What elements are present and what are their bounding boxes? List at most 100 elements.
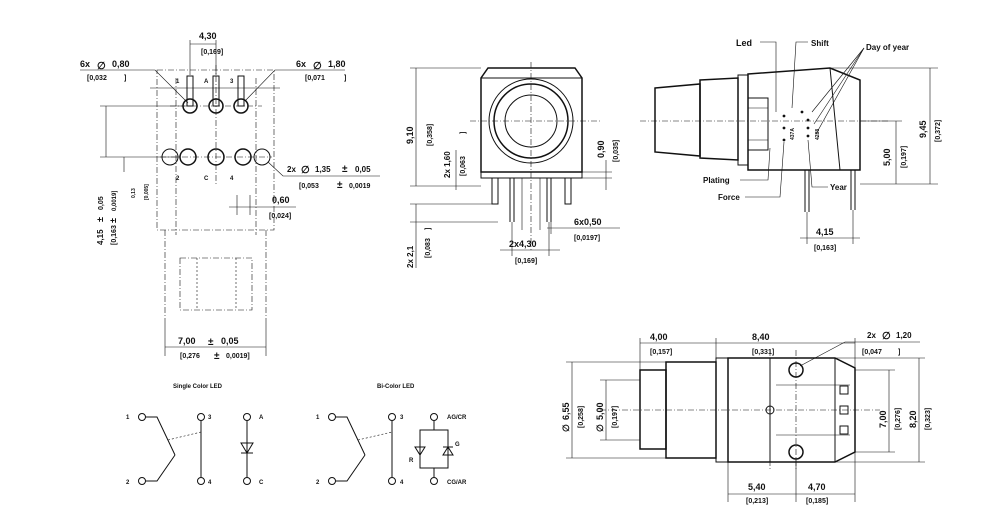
dim-415-in-tol: 0,0019]	[112, 191, 118, 211]
dim-090: 0,90	[596, 140, 606, 158]
diameter-symbol-5: ∅	[561, 424, 571, 432]
hole-small-count: 6x	[80, 59, 90, 69]
single-pin-2: 2	[126, 480, 130, 486]
hole-in-close: ]	[898, 349, 900, 356]
dim-945-in: [0,372]	[935, 120, 942, 142]
mark-437: 437A	[790, 128, 796, 140]
label-led: Led	[736, 38, 752, 48]
single-led-schematic: Single Color LED 1 2 3 4 A C	[126, 384, 264, 486]
bi-pin-3: 3	[400, 415, 404, 421]
mount-in: [0,053	[299, 183, 319, 190]
bi-pin-2: 2	[316, 480, 320, 486]
label-force: Force	[718, 193, 740, 202]
plusminus-2: ±	[337, 180, 343, 191]
top-pin-row	[182, 75, 249, 114]
label-shift: Shift	[811, 39, 829, 48]
dim-013-in: [0,005]	[144, 184, 150, 200]
bottom-plunger	[639, 369, 667, 450]
hole-small-in-close: ]	[124, 75, 126, 82]
dim-470: 4,70	[808, 482, 826, 492]
dim-700-b: 7,00	[878, 410, 888, 428]
diameter-symbol-4: ∅	[882, 331, 891, 342]
dim-910-in: [0,358]	[427, 124, 434, 146]
diameter-symbol-6: ∅	[595, 424, 605, 432]
hole-large-diameter: 1,80	[328, 59, 346, 69]
dim-21: 2x 2,1	[406, 245, 415, 268]
plusminus-6: ±	[214, 351, 220, 362]
dim-415: 4,15	[96, 229, 105, 245]
top-outline	[156, 69, 275, 231]
side-plunger	[654, 83, 701, 157]
dim-700-b-in: [0,276]	[895, 408, 902, 430]
dim-21-in-close: ]	[425, 228, 432, 230]
dim-013: 0,13	[131, 188, 137, 198]
dim-430-in: [0,169]	[515, 258, 537, 265]
dim-700-in: [0,276	[180, 353, 200, 360]
plusminus-5: ±	[208, 337, 214, 348]
dim-415-tol: 0,05	[98, 196, 105, 210]
dim-400: 4,00	[650, 332, 668, 342]
led-diode-icon	[240, 442, 254, 454]
bi-pin-1: 1	[316, 415, 320, 421]
dim-840: 8,40	[752, 332, 770, 342]
bottom-view: 4,00 [0,157] 8,40 [0,331] 2x ∅ 1,20 [0,0…	[561, 331, 932, 505]
dim-160-in-close: ]	[460, 132, 467, 134]
bi-green: G	[455, 442, 460, 448]
pin-a-label: A	[204, 79, 209, 85]
dim-415-in: [0,163	[111, 225, 118, 245]
dim-090-in: [0,035]	[613, 140, 620, 162]
pin-2-label: 2	[176, 176, 180, 182]
plusminus-3: ±	[95, 217, 105, 222]
dim-820: 8,20	[908, 410, 918, 428]
dim-060: 0,60	[272, 195, 290, 205]
dim-500-in: [0,197]	[901, 146, 908, 168]
mount-hole-count: 2x	[287, 165, 296, 174]
dim-840-in: [0,331]	[752, 349, 774, 356]
pin-3-label: 3	[230, 79, 234, 85]
single-led-title: Single Color LED	[173, 384, 223, 390]
side-body	[747, 67, 861, 171]
dim-500-b-in: [0,197]	[612, 406, 619, 428]
dim-910: 9,10	[405, 126, 415, 144]
single-pin-3: 3	[208, 415, 212, 421]
hole-count: 2x	[867, 331, 876, 340]
dim-820-in: [0,323]	[925, 408, 932, 430]
single-cathode: C	[259, 480, 264, 486]
hole-in: [0,047	[862, 349, 882, 356]
green-diode-icon	[442, 446, 454, 456]
pin-4-label: 4	[230, 176, 234, 182]
dim-160-in: [0,063	[460, 156, 467, 176]
dim-060-in: [0,024]	[269, 213, 291, 220]
side-view: 437A 4288 Led Shift Day of year Plating …	[640, 38, 942, 252]
front-view: 9,10 [0,358] 2x 1,60 [0,063 ] 0,90 [0,03…	[405, 62, 620, 268]
plusminus-4: ±	[108, 218, 118, 223]
dim-540: 5,40	[748, 482, 766, 492]
dim-050: 6x0,50	[574, 217, 602, 227]
bi-red: R	[409, 458, 414, 464]
dim-945: 9,45	[918, 120, 928, 138]
dim-700-tol: 0,05	[221, 336, 239, 346]
label-year: Year	[830, 183, 847, 192]
dim-pitch-in: [0,169]	[201, 49, 223, 56]
dim-400-in: [0,157]	[650, 349, 672, 356]
hole-large-in-close: ]	[344, 75, 346, 82]
single-anode: A	[259, 415, 264, 421]
top-view: 1 A 3 2 C 4 4,30 [0,169] 6x ∅ 0,80 [0,03…	[80, 31, 380, 362]
label-plating: Plating	[703, 176, 730, 185]
plusminus-1: ±	[342, 164, 348, 175]
hole-small-in: [0,032	[87, 75, 107, 82]
dim-430: 2x4,30	[509, 239, 537, 249]
dim-050-in: [0,0197]	[574, 235, 600, 242]
mount-tol: 0,05	[355, 165, 371, 174]
hole-large-in: [0,071	[305, 75, 325, 82]
diameter-symbol-1: ∅	[97, 61, 106, 72]
dim-21-in: [0,083	[425, 238, 432, 258]
mount-hole-diameter: 1,35	[315, 165, 331, 174]
bi-pin-4: 4	[400, 480, 404, 486]
pin-c-label: C	[204, 176, 209, 182]
mark-4288: 4288	[815, 129, 821, 140]
single-pin-4: 4	[208, 480, 212, 486]
bi-cgar: CG/AR	[447, 480, 467, 486]
hole-large-count: 6x	[296, 59, 306, 69]
